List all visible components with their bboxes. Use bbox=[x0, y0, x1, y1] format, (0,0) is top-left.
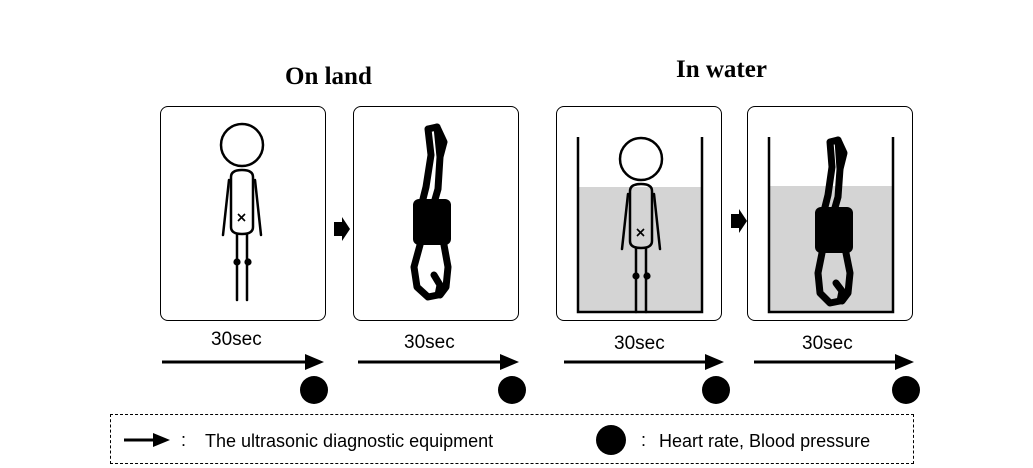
transition-arrow-icon bbox=[334, 217, 350, 241]
timeline-segment-3 bbox=[564, 354, 730, 404]
heading-on-land: On land bbox=[285, 63, 372, 90]
timeline-segment-2 bbox=[358, 354, 526, 404]
legend-separator: : bbox=[641, 430, 647, 450]
duration-label-2: 30sec bbox=[404, 332, 455, 353]
legend-box: : The ultrasonic diagnostic equipment : … bbox=[110, 414, 914, 464]
measurement-dot-icon bbox=[498, 376, 526, 404]
headstand-in-water-icon bbox=[767, 136, 895, 314]
measurement-dot-icon bbox=[702, 376, 730, 404]
standing-in-water-icon bbox=[576, 136, 704, 314]
headstand-figure-icon bbox=[410, 123, 452, 301]
duration-label-4: 30sec bbox=[802, 333, 853, 354]
panel-standing-water bbox=[556, 106, 722, 321]
standing-figure-icon bbox=[219, 122, 265, 302]
panel-headstand-land bbox=[353, 106, 519, 321]
timeline-segment-1 bbox=[162, 354, 328, 404]
transition-arrow-icon bbox=[731, 209, 747, 233]
heading-in-water: In water bbox=[676, 56, 767, 83]
legend-dot-label: Heart rate, Blood pressure bbox=[659, 431, 871, 451]
measurement-dot-icon bbox=[892, 376, 920, 404]
water-fill bbox=[578, 187, 702, 312]
arrow-icon bbox=[124, 433, 170, 447]
dot-icon bbox=[596, 425, 626, 455]
panel-standing-land bbox=[160, 106, 326, 321]
legend-arrow-label: The ultrasonic diagnostic equipment bbox=[205, 431, 494, 451]
timeline-segment-4 bbox=[754, 354, 920, 404]
measurement-dot-icon bbox=[300, 376, 328, 404]
legend-separator: : bbox=[181, 430, 187, 450]
panel-headstand-water bbox=[747, 106, 913, 321]
duration-label-3: 30sec bbox=[614, 333, 665, 354]
duration-label-1: 30sec bbox=[211, 329, 262, 350]
